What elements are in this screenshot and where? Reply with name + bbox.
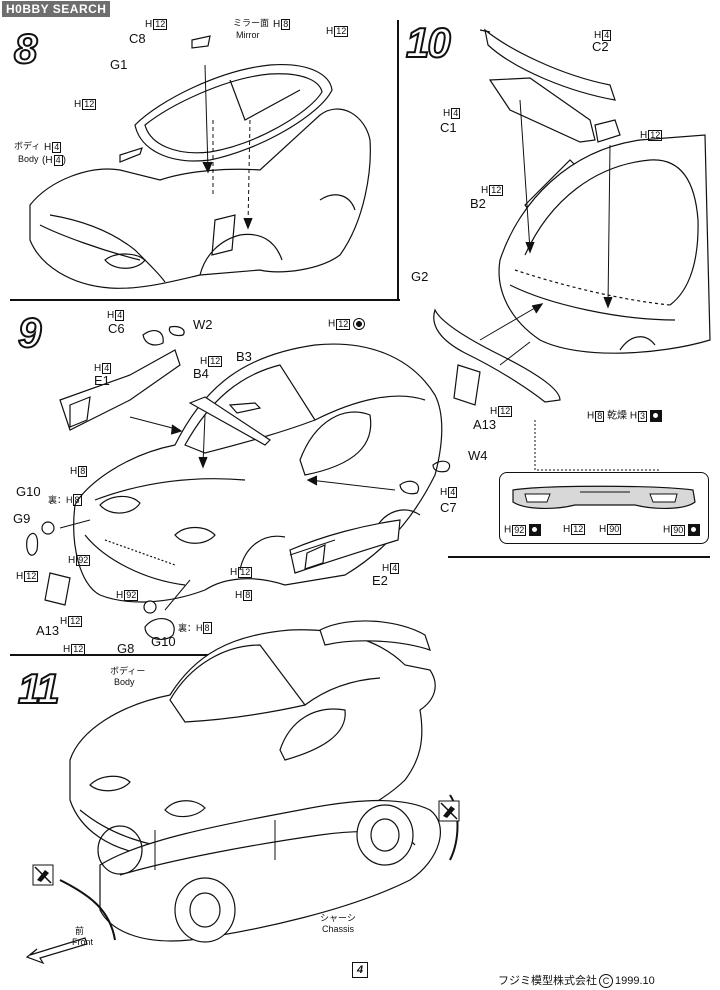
label-g8: G8 — [117, 641, 135, 656]
step10-illustration — [433, 28, 711, 406]
label-mirror-jp: ミラー面 — [233, 18, 270, 28]
label-g10a: G10 — [16, 484, 41, 499]
metallic-icon — [353, 318, 366, 330]
mix-icon — [688, 524, 701, 536]
divider-8-9-horizontal — [10, 299, 400, 301]
watermark-logo: H0BBY SEARCH — [2, 1, 111, 17]
step-number-9: 9 — [17, 309, 42, 356]
maker-name: フジミ模型株式会社 — [498, 975, 597, 987]
divider-10-bottom — [448, 556, 710, 558]
step-number-8: 8 — [13, 25, 38, 72]
label-c6: C6 — [108, 321, 125, 336]
label-front-en: Front — [72, 937, 94, 947]
front-arrow-icon — [25, 937, 88, 965]
label-b2: B2 — [470, 196, 486, 211]
inset-lamp-illustration — [512, 485, 696, 510]
label-c8: C8 — [129, 31, 146, 46]
label-g1: G1 — [110, 57, 128, 72]
label-b3: B3 — [236, 349, 252, 364]
mix-icon — [529, 524, 542, 536]
label-e1: E1 — [94, 373, 110, 388]
step9-illustration — [26, 325, 451, 641]
label-chassis-en: Chassis — [322, 924, 355, 934]
divider-9-11-horizontal — [10, 654, 382, 656]
page-number: 4 — [352, 962, 368, 978]
label-e2: E2 — [372, 573, 388, 588]
label-chassis-jp: シャーシ — [320, 913, 356, 923]
label-body-en: Body — [18, 154, 39, 164]
label-w4: W4 — [468, 448, 488, 463]
label-a13-10: A13 — [473, 417, 497, 432]
step8-illustration — [29, 35, 371, 289]
no-glue-icon — [438, 800, 460, 822]
label-g2: G2 — [411, 269, 429, 284]
label-front-jp: 前 — [75, 926, 85, 936]
inset-callout — [534, 420, 660, 471]
copyright-mark: C — [599, 974, 613, 988]
no-glue-icon — [32, 864, 54, 886]
label-w2: W2 — [193, 317, 213, 332]
step11-illustration — [59, 620, 459, 943]
copyright-year: 1999.10 — [615, 975, 655, 987]
label-b4: B4 — [193, 366, 209, 381]
label-dry-jp: 乾燥 — [607, 410, 628, 422]
label-mirror-en: Mirror — [236, 30, 260, 40]
label-c1: C1 — [440, 120, 457, 135]
label-g10b: G10 — [151, 634, 176, 649]
step-number-10: 10 — [405, 19, 452, 66]
label-body-jp-11: ボディー — [110, 666, 146, 676]
label-c2: C2 — [592, 39, 609, 54]
step-number-11: 11 — [17, 665, 61, 712]
divider-8-10-vertical — [397, 20, 399, 300]
label-body-en-11: Body — [114, 677, 135, 687]
label-c7: C7 — [440, 500, 457, 515]
label-a13-9: A13 — [36, 623, 60, 638]
mix-icon — [649, 410, 662, 422]
label-g9: G9 — [13, 511, 31, 526]
label-body-jp: ボディ — [14, 141, 41, 151]
